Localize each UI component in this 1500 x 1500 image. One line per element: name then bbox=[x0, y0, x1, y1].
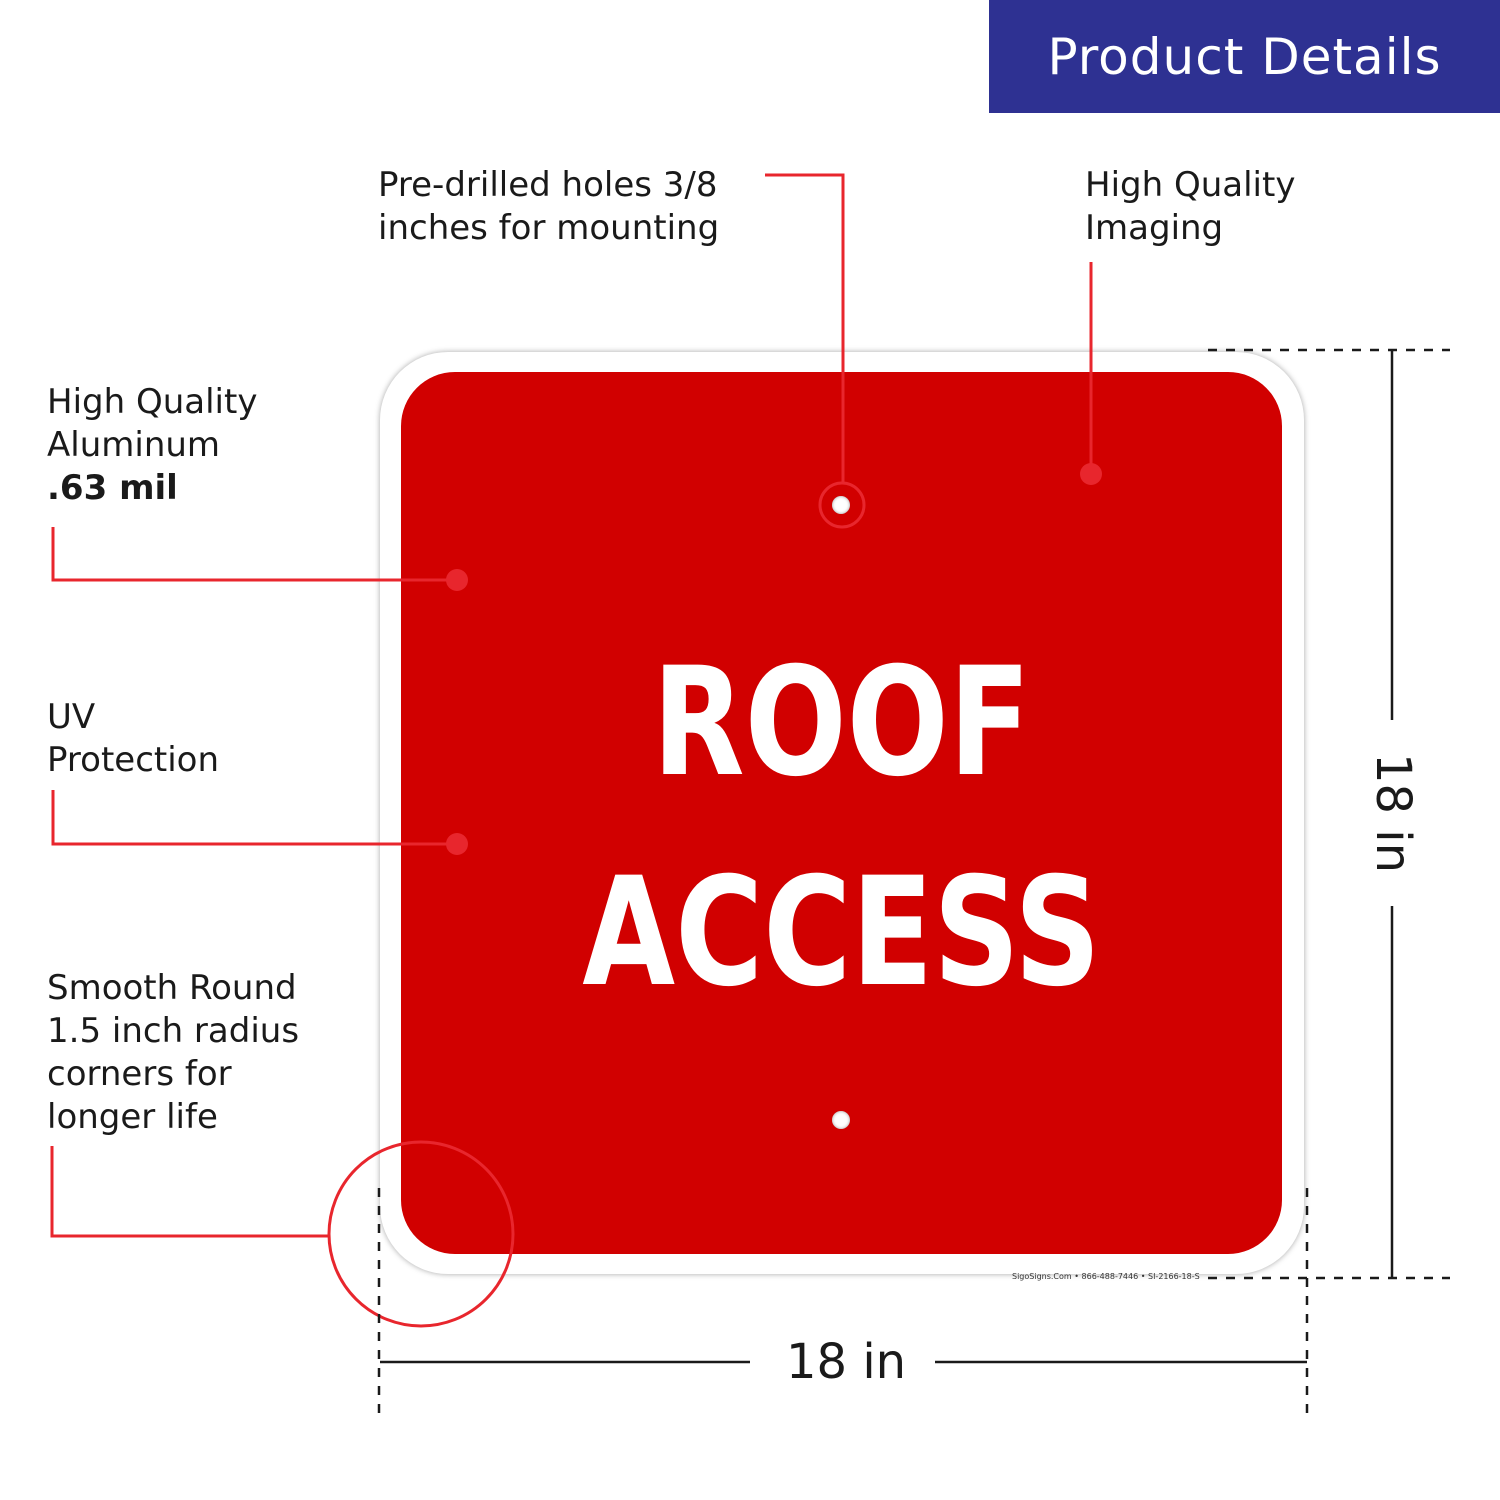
leader-dot-uv bbox=[446, 833, 468, 855]
callout-predrilled-holes: Pre-drilled holes 3/8 inches for mountin… bbox=[378, 164, 719, 250]
corner-highlight-ring bbox=[327, 1140, 515, 1328]
hole-highlight-ring bbox=[818, 481, 866, 529]
callout-line: Pre-drilled holes 3/8 bbox=[378, 165, 718, 205]
sign-text-line1: ROOF bbox=[652, 636, 1031, 810]
leader-line-holes bbox=[765, 173, 845, 482]
sign-footer-text: SigoSigns.Com • 866-488-7446 • SI-2166-1… bbox=[1012, 1272, 1200, 1281]
leader-dot-aluminum bbox=[446, 569, 468, 591]
callout-line: UV bbox=[47, 697, 96, 737]
callout-round-corners: Smooth Round 1.5 inch radius corners for… bbox=[47, 967, 299, 1139]
aluminum-thickness: .63 mil bbox=[47, 468, 178, 508]
callout-line: 1.5 inch radius bbox=[47, 1011, 300, 1051]
callout-line: corners for bbox=[47, 1054, 232, 1094]
height-dimension-label: 18 in bbox=[1365, 752, 1421, 874]
callout-aluminum: High Quality Aluminum .63 mil bbox=[47, 381, 257, 510]
callout-uv-protection: UV Protection bbox=[47, 696, 219, 782]
leader-line-corners bbox=[50, 1146, 328, 1238]
callout-line: longer life bbox=[47, 1097, 218, 1137]
callout-line: Aluminum bbox=[47, 425, 221, 465]
callout-line: inches for mounting bbox=[378, 208, 720, 248]
product-details-banner: Product Details bbox=[989, 0, 1500, 113]
leader-line-uv bbox=[51, 790, 457, 846]
callout-line: Imaging bbox=[1085, 208, 1224, 248]
width-dimension-label: 18 in bbox=[786, 1334, 907, 1390]
roof-access-sign: ROOF ACCESS SigoSigns.Com • 866-488-7446… bbox=[380, 352, 1304, 1281]
callout-line: Protection bbox=[47, 740, 220, 780]
callout-line: High Quality bbox=[1085, 165, 1296, 205]
sign-face: ROOF ACCESS SigoSigns.Com • 866-488-7446… bbox=[401, 372, 1282, 1281]
mounting-hole-bottom bbox=[832, 1111, 850, 1129]
callout-line: Smooth Round bbox=[47, 968, 297, 1008]
leader-dot-imaging bbox=[1080, 463, 1102, 485]
callout-high-quality-imaging: High Quality Imaging bbox=[1085, 164, 1295, 250]
callout-line: High Quality bbox=[47, 382, 258, 422]
banner-title: Product Details bbox=[1047, 27, 1442, 86]
sign-text-line2: ACCESS bbox=[582, 846, 1101, 1020]
leader-line-aluminum bbox=[51, 527, 457, 582]
mounting-hole-top bbox=[832, 496, 850, 514]
